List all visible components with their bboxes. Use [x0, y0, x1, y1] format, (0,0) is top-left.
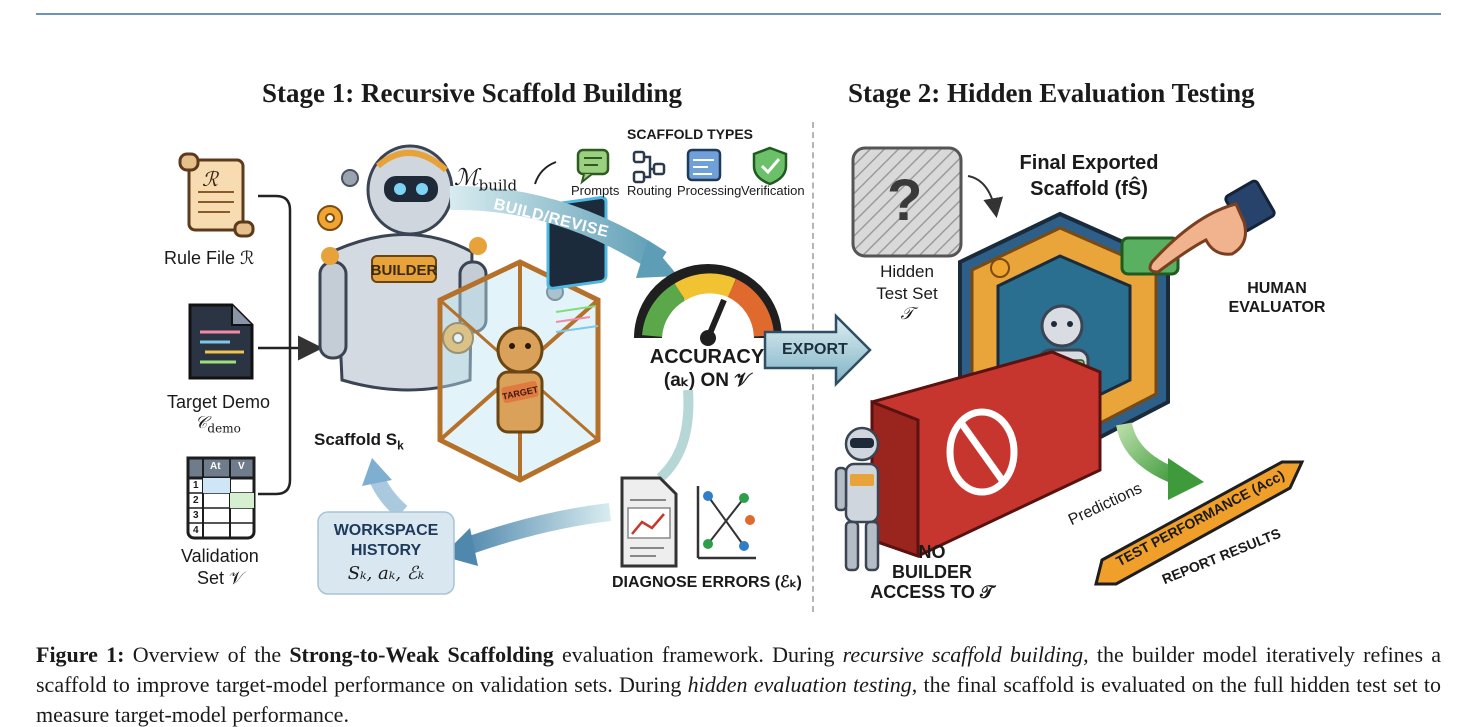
- build-revise-arrow: [449, 185, 667, 273]
- builder-model-label: ℳbuild: [454, 165, 518, 195]
- evaluator-sublabel: EVALUATOR: [1228, 299, 1326, 316]
- accuracy-on-validation: (aₖ) ON 𝒱: [663, 370, 751, 391]
- no-access-line2: BUILDER: [892, 562, 972, 582]
- workspace-title: WORKSPACE: [333, 522, 439, 539]
- error-report-icon: [620, 476, 678, 568]
- framework-diagram: ℛ BUILDER: [178, 144, 1305, 595]
- question-mark-icon: ?: [887, 168, 923, 233]
- hidden-test-symbol: 𝒯: [900, 304, 914, 324]
- rule-file-label: Rule File ℛ: [164, 248, 255, 268]
- scaffold-type-verification: Verification: [741, 183, 805, 198]
- export-arrow: [763, 312, 872, 388]
- workspace-history-box: [317, 511, 455, 595]
- scatter-plot-icon: [696, 486, 756, 560]
- hidden-test-set-icon: [851, 146, 963, 258]
- verification-icon: [752, 146, 788, 186]
- table-header-at: At: [210, 461, 221, 472]
- scaffold-type-processing: Processing: [677, 183, 742, 198]
- code-file-icon: [188, 303, 254, 380]
- caption-figure-number: Figure 1:: [36, 642, 125, 667]
- accuracy-gauge-icon: [634, 264, 782, 346]
- header-rule: [36, 13, 1441, 15]
- scaffold-types-title: SCAFFOLD TYPES: [627, 126, 754, 142]
- no-access-line1: NO: [918, 542, 946, 562]
- final-scaffold-title: Final Exported: [1019, 152, 1159, 174]
- feedback-arrow: [458, 503, 612, 557]
- scaffold-type-routing: Routing: [627, 183, 672, 198]
- export-label: EXPORT: [782, 341, 848, 358]
- hidden-test-set-label: Test Set: [876, 284, 938, 303]
- no-access-wall: [870, 350, 1102, 559]
- target-demo-label: Target Demo: [167, 392, 271, 412]
- scaffold-cage-illustration: TARGET: [437, 195, 608, 483]
- target-demo-symbol: 𝒞demo: [195, 413, 241, 436]
- no-access-line3: ACCESS TO 𝒯: [870, 582, 994, 602]
- test-performance-banner: [1094, 460, 1305, 586]
- validation-set-label: Set 𝒱: [197, 568, 245, 588]
- svg-text:BUILDER: BUILDER: [371, 262, 438, 279]
- prompts-icon: [576, 148, 610, 185]
- scaffold-type-prompts: Prompts: [571, 183, 620, 198]
- stage1-title: Stage 1: Recursive Scaffold Building: [262, 78, 683, 108]
- table-row-label: 3: [193, 510, 199, 521]
- table-row-label: 4: [193, 525, 199, 536]
- figure-caption: Figure 1: Overview of the Strong-to-Weak…: [36, 642, 1441, 727]
- evaluator-label: HUMAN: [1247, 280, 1307, 297]
- validation-label: Validation: [181, 546, 259, 566]
- table-header-v: V: [238, 461, 245, 472]
- table-row-label: 2: [193, 495, 199, 506]
- workspace-subtitle: HISTORY: [350, 542, 422, 559]
- routing-icon: [632, 150, 666, 184]
- workspace-variables: Sₖ, aₖ, ℰₖ: [347, 563, 425, 584]
- accuracy-label: ACCURACY: [649, 346, 765, 368]
- scaffold-label: Scaffold Sk: [314, 430, 404, 453]
- stage2-title: Stage 2: Hidden Evaluation Testing: [848, 78, 1255, 108]
- validation-table-icon: [186, 456, 256, 540]
- small-builder-robot: [834, 426, 880, 572]
- svg-text:ℛ: ℛ: [202, 167, 220, 191]
- diagnose-errors-label: DIAGNOSE ERRORS (ℰₖ): [612, 574, 802, 591]
- processing-icon: [686, 148, 722, 182]
- final-scaffold-subtitle: Scaffold (fŜ): [1030, 178, 1148, 200]
- table-row-label: 1: [193, 480, 199, 491]
- hidden-test-label: Hidden: [880, 262, 934, 281]
- evaluator-hand-icon: [1148, 179, 1276, 274]
- rule-file-icon: ℛ: [178, 152, 255, 238]
